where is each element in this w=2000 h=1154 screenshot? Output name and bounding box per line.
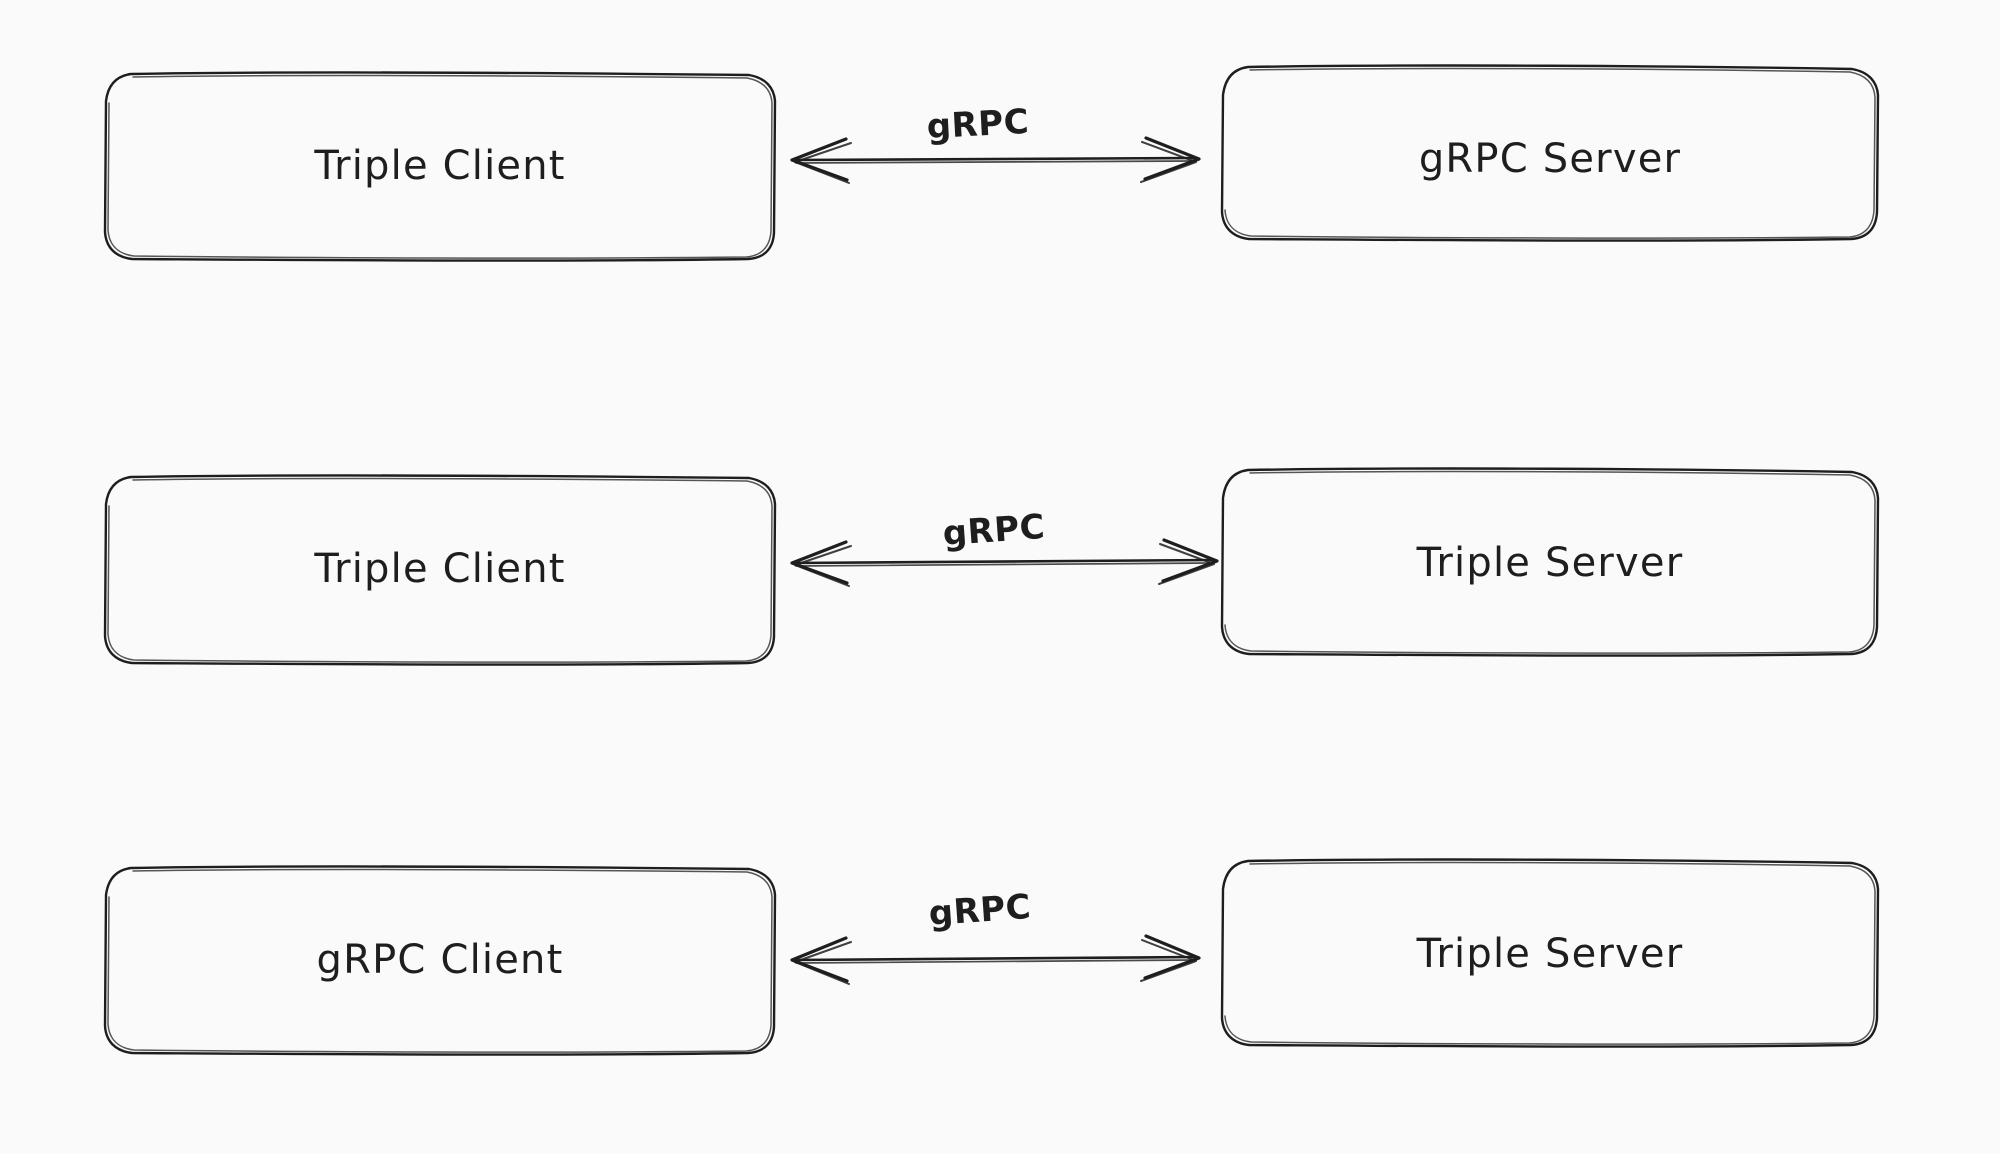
- arrow-head-right: [1161, 538, 1219, 583]
- node-box-row1-left[interactable]: Triple Client: [103, 71, 777, 262]
- node-label-row3-right: Triple Server: [1416, 931, 1684, 977]
- box-outline-sketch-overlay: [107, 477, 773, 663]
- arrow-shaft-sketch-overlay: [795, 160, 1195, 164]
- arrow-shaft: [792, 156, 1198, 162]
- node-box-row3-left[interactable]: gRPC Client: [103, 865, 777, 1056]
- box-outline-sketch-overlay: [1224, 67, 1876, 239]
- node-label-row1-left: Triple Client: [313, 143, 565, 189]
- edge-label-row1: gRPC: [926, 102, 1030, 147]
- box-outline-sketch-overlay: [107, 74, 773, 259]
- node-label-row3-left: gRPC Client: [317, 937, 564, 983]
- arrow-head-left-overlay: [794, 941, 852, 985]
- box-outline-sketch-overlay: [107, 868, 773, 1053]
- edge-arrow-row1[interactable]: [790, 136, 1201, 184]
- edge-arrow-row2[interactable]: [790, 538, 1219, 587]
- arrow-head-left-overlay: [794, 142, 852, 184]
- arrow-shaft: [792, 955, 1198, 962]
- node-label-row2-left: Triple Client: [313, 546, 565, 592]
- box-outline-sketch-overlay: [1224, 470, 1876, 654]
- arrow-head-right-overlay: [1158, 543, 1215, 585]
- node-label-row2-right: Triple Server: [1416, 540, 1684, 586]
- node-box-row1-right[interactable]: gRPC Server: [1220, 64, 1880, 242]
- box-outline-stroke: [1220, 467, 1880, 657]
- row-2: Triple Client gRPC Triple Server: [103, 467, 1880, 666]
- row-3: gRPC Client gRPC Triple Server: [103, 858, 1880, 1056]
- arrow-head-left-overlay: [794, 545, 852, 587]
- box-outline-stroke: [1220, 64, 1880, 242]
- arrow-head-right-overlay: [1140, 141, 1197, 183]
- arrow-head-left: [790, 540, 849, 585]
- edge-label-row2: gRPC: [941, 507, 1046, 554]
- node-box-row2-left[interactable]: Triple Client: [103, 474, 777, 666]
- arrow-shaft: [792, 558, 1216, 565]
- box-outline-stroke: [103, 865, 777, 1056]
- box-outline-stroke: [1220, 858, 1880, 1048]
- arrow-head-right-overlay: [1140, 939, 1197, 982]
- row-1: Triple Client gRPC gRPC Server: [103, 64, 1880, 262]
- arrow-head-right: [1143, 934, 1201, 980]
- edge-label-row3: gRPC: [927, 887, 1032, 934]
- arrow-head-left: [790, 137, 849, 182]
- arrow-shaft-sketch-overlay: [795, 959, 1195, 964]
- node-label-row1-right: gRPC Server: [1419, 136, 1681, 182]
- node-box-row2-right[interactable]: Triple Server: [1220, 467, 1880, 657]
- box-outline-sketch-overlay: [1224, 861, 1876, 1045]
- edge-arrow-row3[interactable]: [790, 934, 1201, 985]
- arrow-head-right: [1143, 136, 1201, 181]
- arrow-shaft-sketch-overlay: [795, 562, 1213, 567]
- node-box-row3-right[interactable]: Triple Server: [1220, 858, 1880, 1048]
- box-outline-stroke: [103, 71, 777, 262]
- box-outline-stroke: [103, 474, 777, 666]
- arrow-head-left: [790, 936, 849, 983]
